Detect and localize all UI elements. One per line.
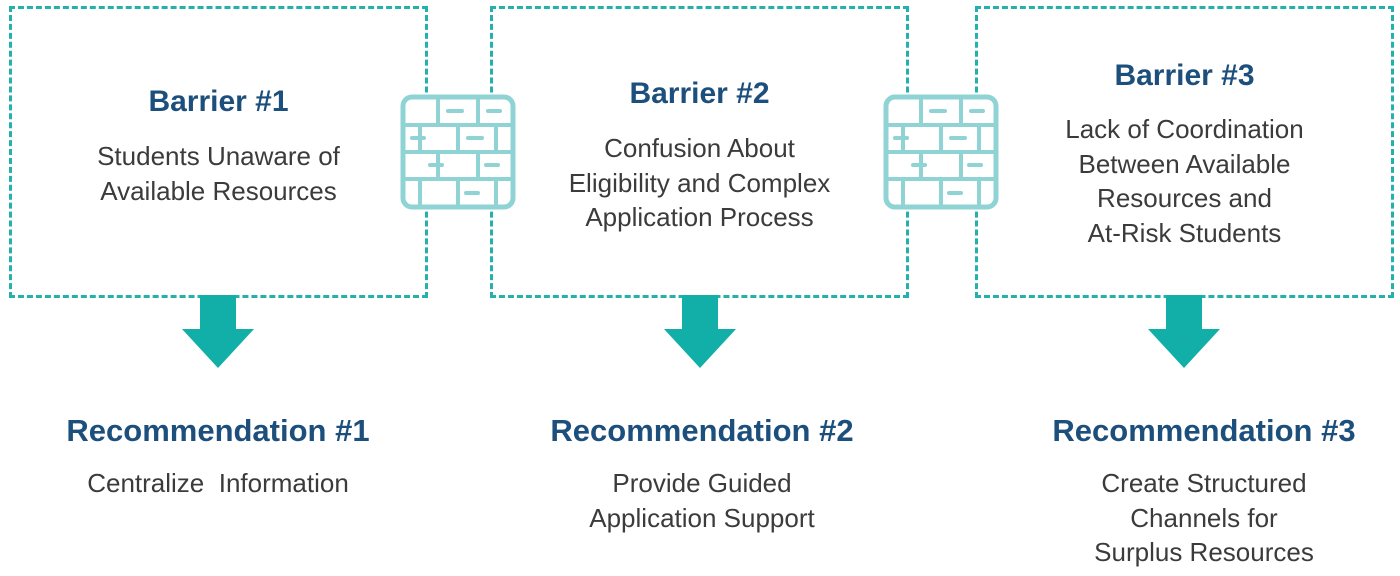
barrier-description-2: Confusion About Eligibility and Complex … [493, 131, 906, 235]
recommendation-1-line-1: Centralize Information [87, 468, 349, 498]
barrier-title-3: Barrier #3 [1114, 59, 1255, 92]
down-arrow-icon [1148, 295, 1220, 368]
barrier-box-1: Barrier #1 Students Unaware of Available… [9, 6, 428, 298]
barrier-2-line-1: Confusion About [604, 133, 795, 163]
recommendation-title-3: Recommendation #3 [1052, 413, 1356, 448]
recommendation-3-line-2: Channels for [1130, 502, 1278, 533]
barrier-3-line-4: At-Risk Students [1087, 217, 1282, 248]
barrier-3-line-1: Lack of Coordination [1065, 114, 1304, 144]
barrier-3-line-3: Resources and [1097, 183, 1272, 213]
barrier-2-line-3: Application Process [585, 202, 814, 232]
barrier-2-line-2: Eligibility and Complex [568, 167, 831, 198]
barrier-description-1: Students Unaware of Available Resources [12, 139, 425, 208]
barrier-box-2: Barrier #2 Confusion About Eligibility a… [490, 6, 909, 298]
recommendation-description-3: Create Structured Channels for Surplus R… [1004, 466, 1400, 570]
recommendation-description-2: Provide Guided Application Support [502, 466, 902, 535]
barrier-description-3: Lack of Coordination Between Available R… [978, 112, 1391, 250]
brick-wall-icon [400, 94, 516, 210]
barrier-1-line-2: Available Resources [100, 175, 337, 206]
down-arrow-icon [182, 295, 254, 368]
recommendation-title-2: Recommendation #2 [550, 413, 854, 448]
barrier-1-line-1: Students Unaware of [97, 141, 340, 171]
barrier-title-1: Barrier #1 [148, 85, 289, 118]
brick-wall-icon [883, 94, 999, 210]
down-arrow-icon [664, 295, 736, 368]
barrier-title-2: Barrier #2 [629, 77, 770, 110]
recommendation-description-1: Centralize Information [18, 466, 418, 501]
recommendation-2-line-2: Application Support [589, 502, 815, 533]
recommendation-2-line-1: Provide Guided [612, 468, 792, 498]
barrier-box-3: Barrier #3 Lack of Coordination Between … [975, 6, 1394, 298]
recommendation-title-1: Recommendation #1 [66, 413, 370, 448]
recommendation-3-line-1: Create Structured [1101, 468, 1307, 498]
barrier-3-line-2: Between Available [1078, 148, 1291, 179]
recommendation-3-line-3: Surplus Resources [1094, 537, 1314, 567]
